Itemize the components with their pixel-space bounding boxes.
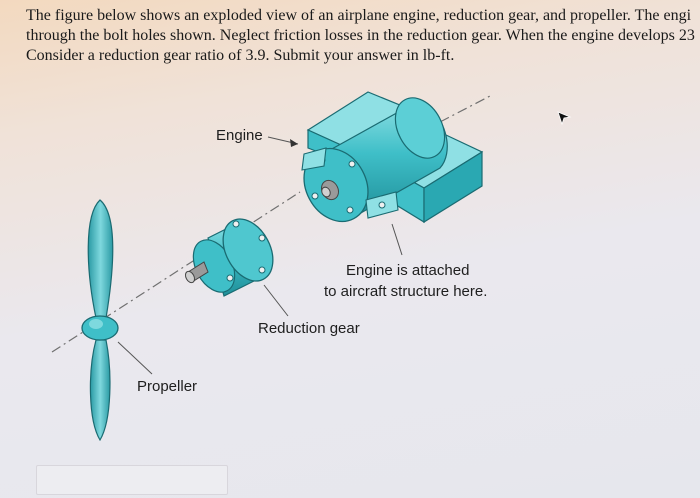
mouse-pointer-icon: [557, 111, 572, 126]
label-reduction-gear: Reduction gear: [258, 320, 360, 337]
propeller-part: [81, 199, 119, 442]
problem-line-2: through the bolt holes shown. Neglect fr…: [26, 27, 695, 44]
leader-lines: [117, 136, 403, 375]
label-engine-attached-1: Engine is attached: [346, 262, 469, 279]
engine-part: [301, 91, 484, 224]
reduction-gear-part: [184, 218, 274, 297]
label-engine: Engine: [216, 127, 263, 144]
answer-input[interactable]: [36, 465, 228, 495]
label-engine-attached-2: to aircraft structure here.: [324, 283, 487, 300]
problem-line-1: The figure below shows an exploded view …: [26, 7, 692, 24]
problem-line-3: Consider a reduction gear ratio of 3.9. …: [26, 47, 455, 64]
problem-statement: The figure below shows an exploded view …: [26, 6, 700, 66]
label-propeller: Propeller: [137, 378, 197, 395]
